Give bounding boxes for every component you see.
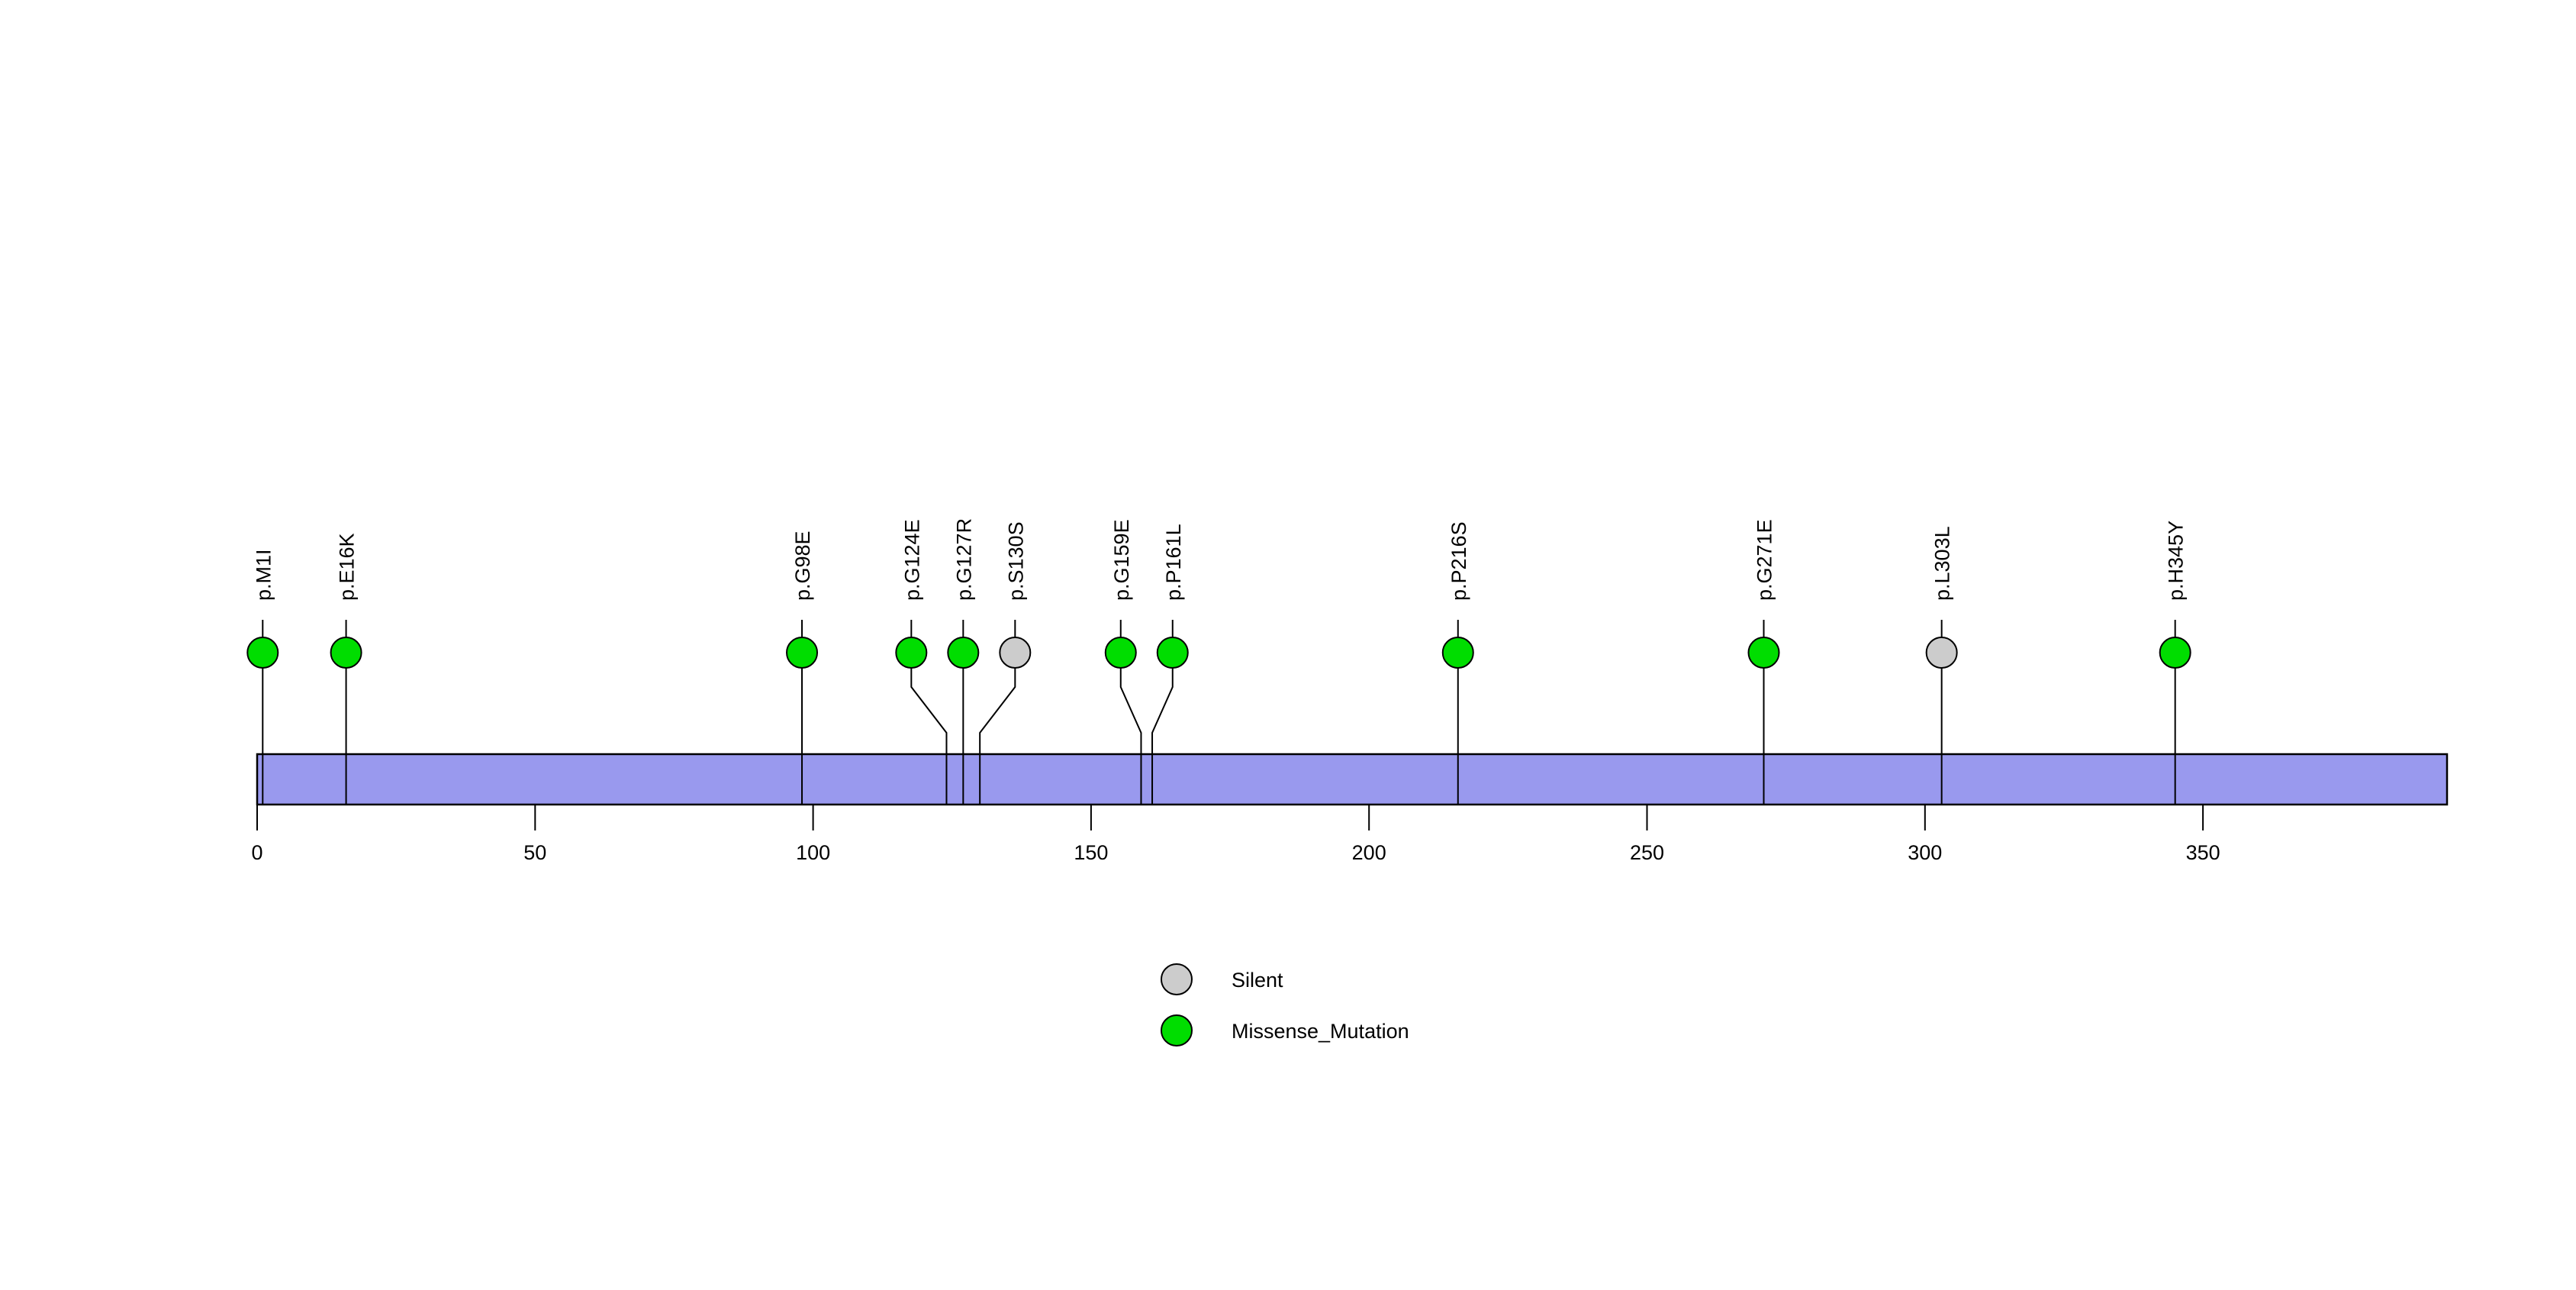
- axis-tick-label-50: 50: [523, 841, 546, 864]
- lollipop-dot-pp216s[interactable]: [1441, 637, 1474, 669]
- axis-tick-label-200: 200: [1352, 841, 1386, 864]
- lollipop-label-pg124e: p.G124E: [900, 519, 923, 601]
- axis-tick-label-350: 350: [2186, 841, 2220, 864]
- lollipop-label-pp161l: p.P161L: [1162, 524, 1185, 601]
- lollipop-label-ps130s: p.S130S: [1004, 521, 1027, 601]
- lollipop-label-ph345y: p.H345Y: [2165, 521, 2188, 601]
- lollipop-dot-pe16k[interactable]: [330, 637, 362, 669]
- lollipop-dot-ph345y[interactable]: [2159, 637, 2191, 669]
- lollipop-dot-pg124e[interactable]: [895, 637, 928, 669]
- lollipop-labels: p.M1I p.E16K p.G98E p.G124E p.G127R p.S130S p.…: [252, 518, 2187, 601]
- legend-swatch-silent[interactable]: [1161, 963, 1193, 995]
- axis-tick-label-100: 100: [796, 841, 830, 864]
- x-axis: 0 50 100 150 200 250 300 350: [251, 805, 2220, 864]
- lollipop-dot-pg159e[interactable]: [1104, 637, 1137, 669]
- lollipop-label-pp216s: p.P216S: [1447, 521, 1470, 601]
- axis-tick-label-0: 0: [251, 841, 262, 864]
- axis-tick-label-250: 250: [1630, 841, 1664, 864]
- lollipop-label-pg98e: p.G98E: [791, 531, 814, 601]
- legend-label-silent: Silent: [1232, 969, 1283, 992]
- axis-tick-label-300: 300: [1908, 841, 1942, 864]
- lollipop-dot-pg271e[interactable]: [1747, 637, 1780, 669]
- lollipop-dot-ps130s[interactable]: [999, 637, 1032, 669]
- axis-tick-label-150: 150: [1074, 841, 1108, 864]
- lollipop-label-pe16k: p.E16K: [336, 533, 359, 601]
- lollipop-label-pl303l: p.L303L: [1931, 526, 1954, 601]
- lollipop-label-pg127r: p.G127R: [952, 518, 975, 601]
- legend-label-missensemutation: Missense_Mutation: [1232, 1020, 1409, 1043]
- lollipop-dot-pg127r[interactable]: [947, 637, 980, 669]
- lollipop-label-pg271e: p.G271E: [1753, 519, 1776, 601]
- lollipop-dot-pp161l[interactable]: [1156, 637, 1189, 669]
- lollipop-dot-pm1i[interactable]: [246, 637, 279, 669]
- lollipop-dots: [246, 637, 2191, 669]
- protein-backbone-track: [256, 753, 2449, 806]
- legend-swatch-missensemutation[interactable]: [1161, 1014, 1193, 1047]
- lollipop-label-pm1i: p.M1I: [252, 549, 275, 601]
- lollipop-dot-pl303l[interactable]: [1925, 637, 1958, 669]
- lollipop-dot-pg98e[interactable]: [786, 637, 819, 669]
- lollipop-label-pg159e: p.G159E: [1110, 519, 1133, 601]
- protein-backbone-bar[interactable]: [256, 753, 2449, 806]
